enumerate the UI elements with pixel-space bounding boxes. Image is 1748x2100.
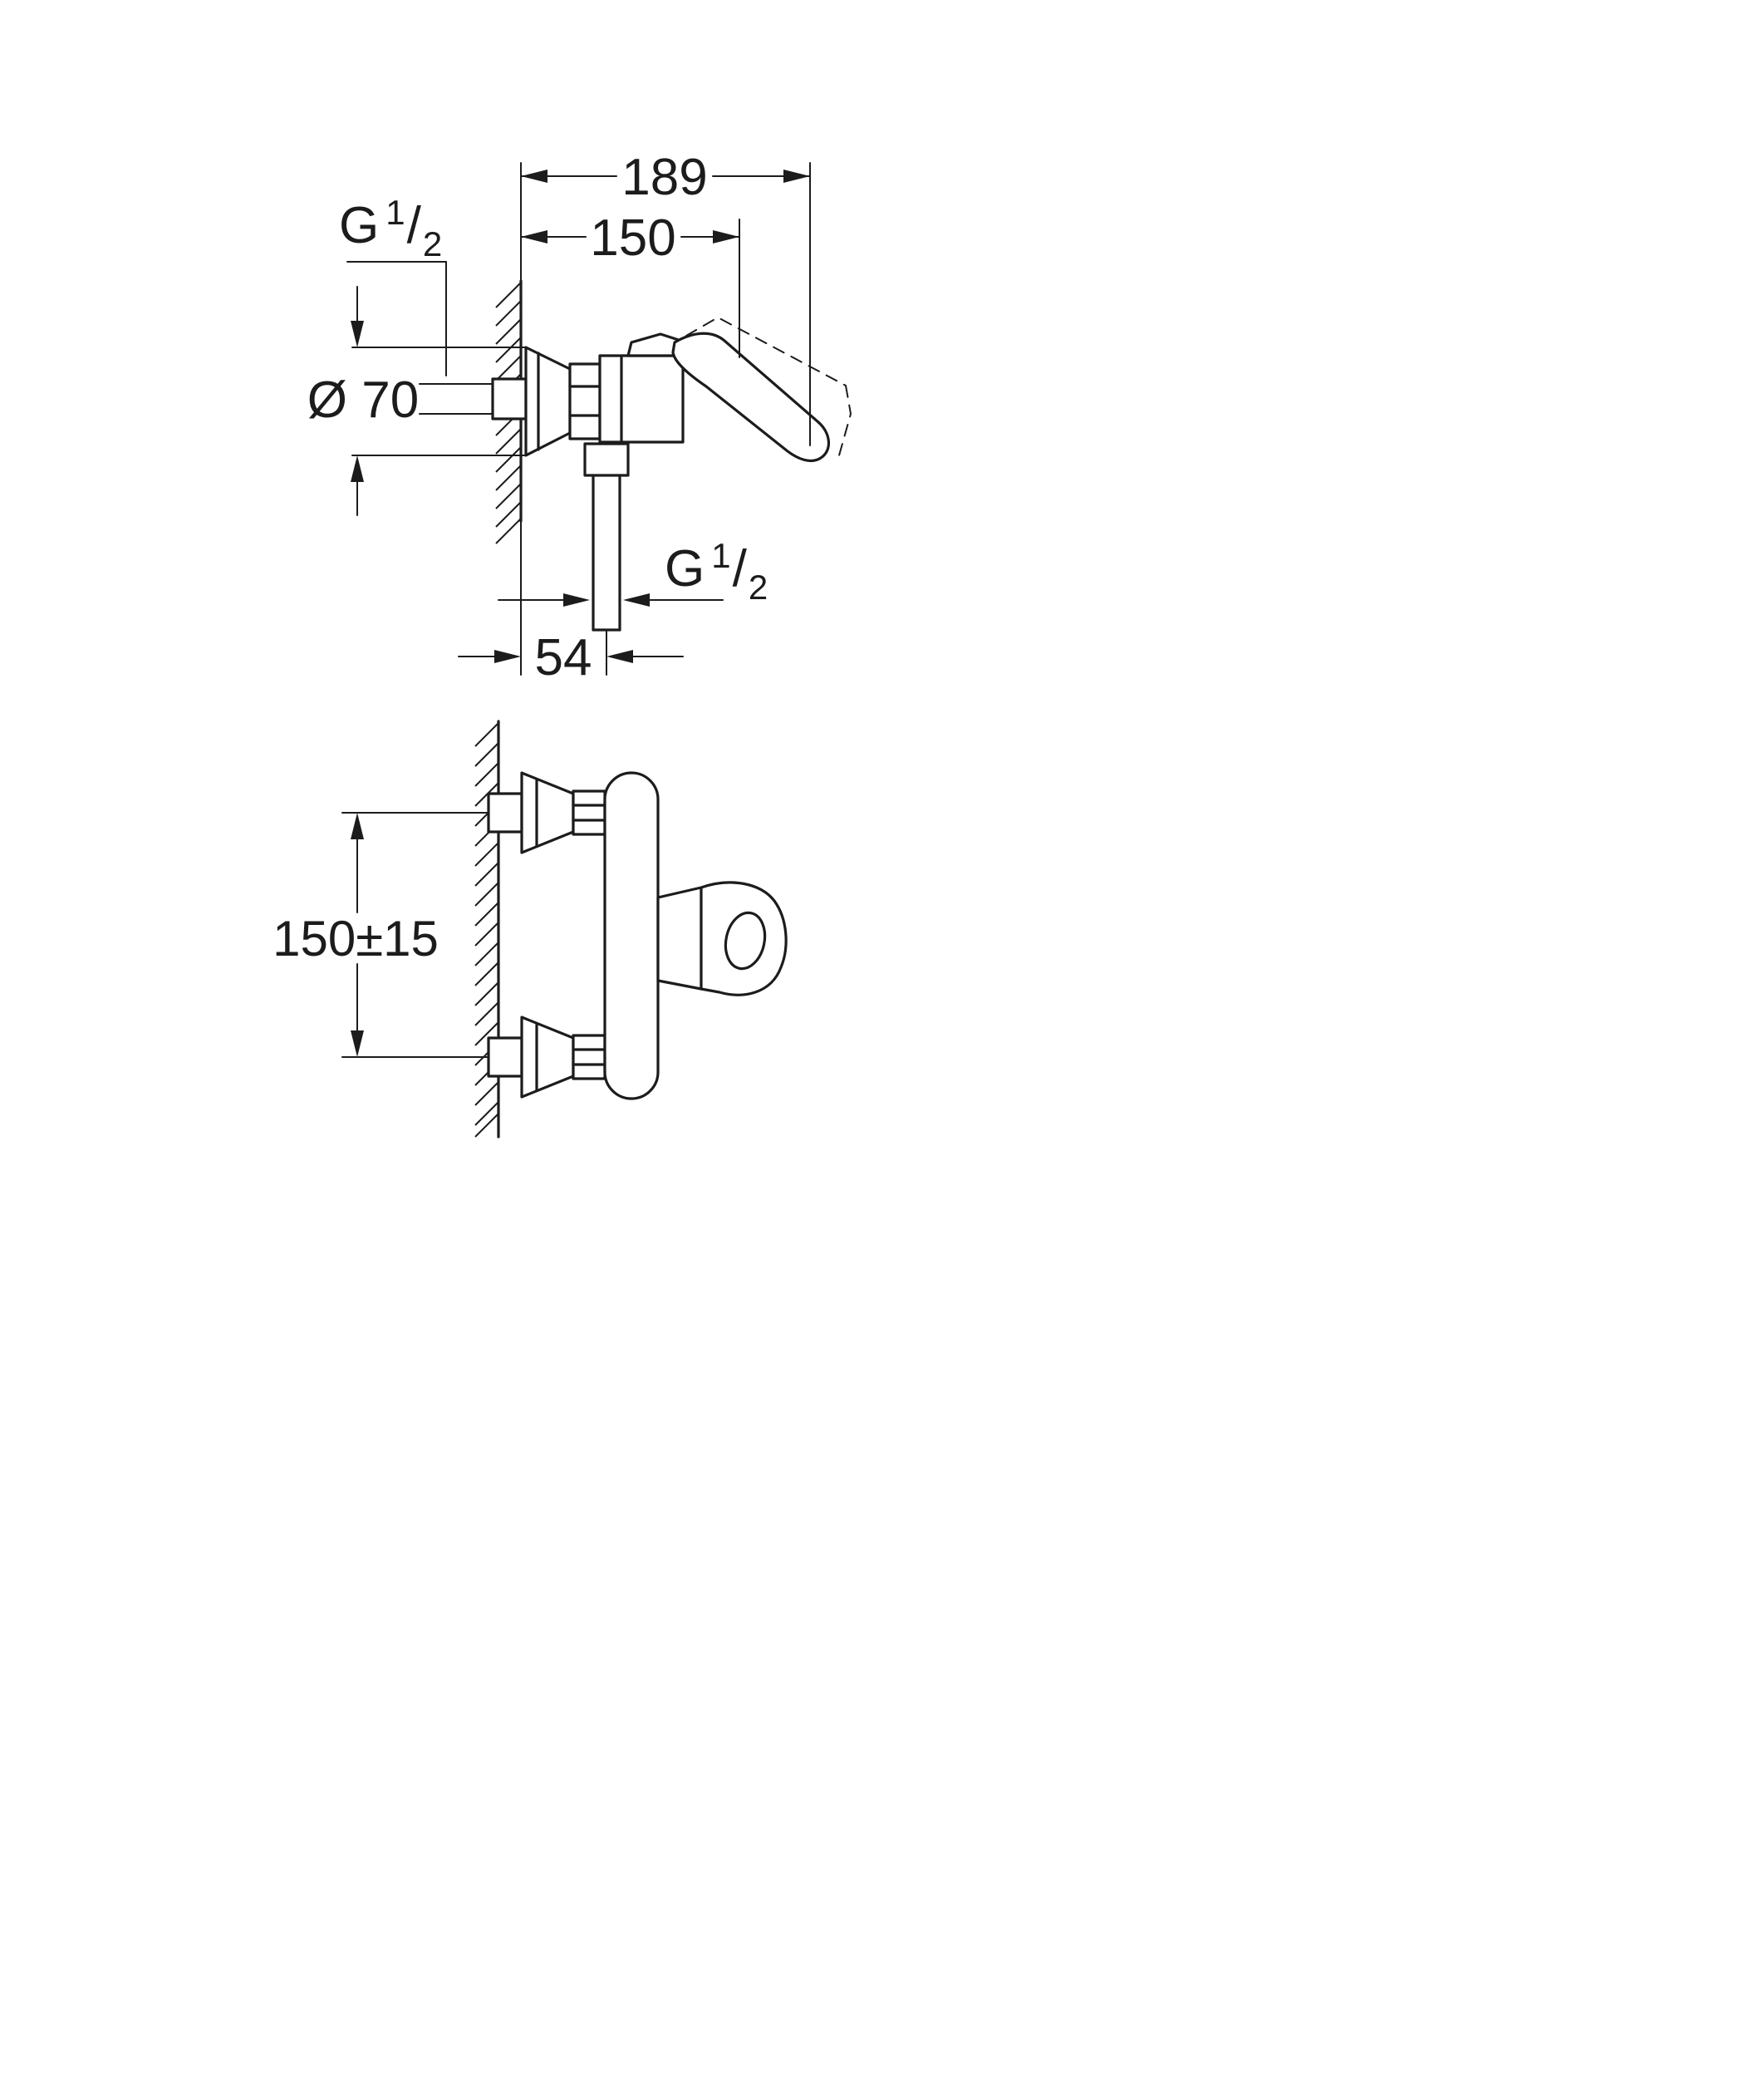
arrowhead-right <box>494 650 521 663</box>
handle-front <box>700 881 788 996</box>
union-nut-top <box>572 789 606 836</box>
lever-swing-arc <box>838 385 852 456</box>
escutcheon-top <box>520 771 575 854</box>
mixer-side <box>491 316 852 676</box>
inlet-fitting-square-bottom <box>487 1036 523 1078</box>
arrowhead-up <box>351 455 364 482</box>
lever-handle-phantom <box>685 316 847 386</box>
arrowhead-up <box>351 813 364 839</box>
arrowhead-down <box>351 321 364 347</box>
arrowhead-right <box>563 593 590 607</box>
thread-slash: / <box>407 197 422 254</box>
arrowhead-right <box>713 230 739 243</box>
diameter-70-label: Ø 70 <box>307 371 419 429</box>
dimension-150: 150 <box>520 209 740 358</box>
lever-handle <box>671 332 830 462</box>
mixer-front <box>487 771 788 1100</box>
arrowhead-left <box>521 170 547 183</box>
thread-numerator: 1 <box>711 536 730 575</box>
escutcheon-cone <box>524 346 572 457</box>
dimension-150-15: 150±15 <box>273 812 488 1058</box>
thread-denominator: 2 <box>749 568 768 607</box>
valve-body <box>598 354 685 444</box>
escutcheon-bottom <box>520 1016 575 1099</box>
dimension-diameter-70: Ø 70 <box>307 286 527 516</box>
mixer-body-front <box>603 771 660 1100</box>
thread-letter: G <box>339 197 379 254</box>
dimension-189: 189 <box>520 149 811 446</box>
handle-neck-front <box>656 886 703 991</box>
dim-150-label: 150 <box>590 209 675 267</box>
inlet-fitting-square-top <box>487 792 523 834</box>
arrowhead-left <box>521 230 547 243</box>
outlet-collar <box>583 442 630 477</box>
union-nut <box>568 362 601 440</box>
arrowhead-left <box>606 650 633 663</box>
inlet-fitting-square <box>491 377 528 420</box>
handle-front-recess <box>724 911 767 971</box>
arrowhead-left <box>623 593 650 607</box>
front-view: 150±15 <box>273 720 788 1139</box>
thread-numerator: 1 <box>385 193 405 232</box>
dim-189-label: 189 <box>621 149 707 206</box>
thread-denominator: 2 <box>423 224 442 263</box>
wall-hatching <box>474 722 499 1138</box>
thread-letter: G <box>665 540 705 598</box>
dim-150-15-label: 150±15 <box>273 911 439 966</box>
thread-slash: / <box>733 540 748 598</box>
union-nut-bottom <box>572 1034 606 1080</box>
dimension-54: 54 <box>458 629 684 686</box>
arrowhead-down <box>351 1030 364 1057</box>
dim-54-label: 54 <box>535 629 592 686</box>
arrowhead-right <box>783 170 810 183</box>
